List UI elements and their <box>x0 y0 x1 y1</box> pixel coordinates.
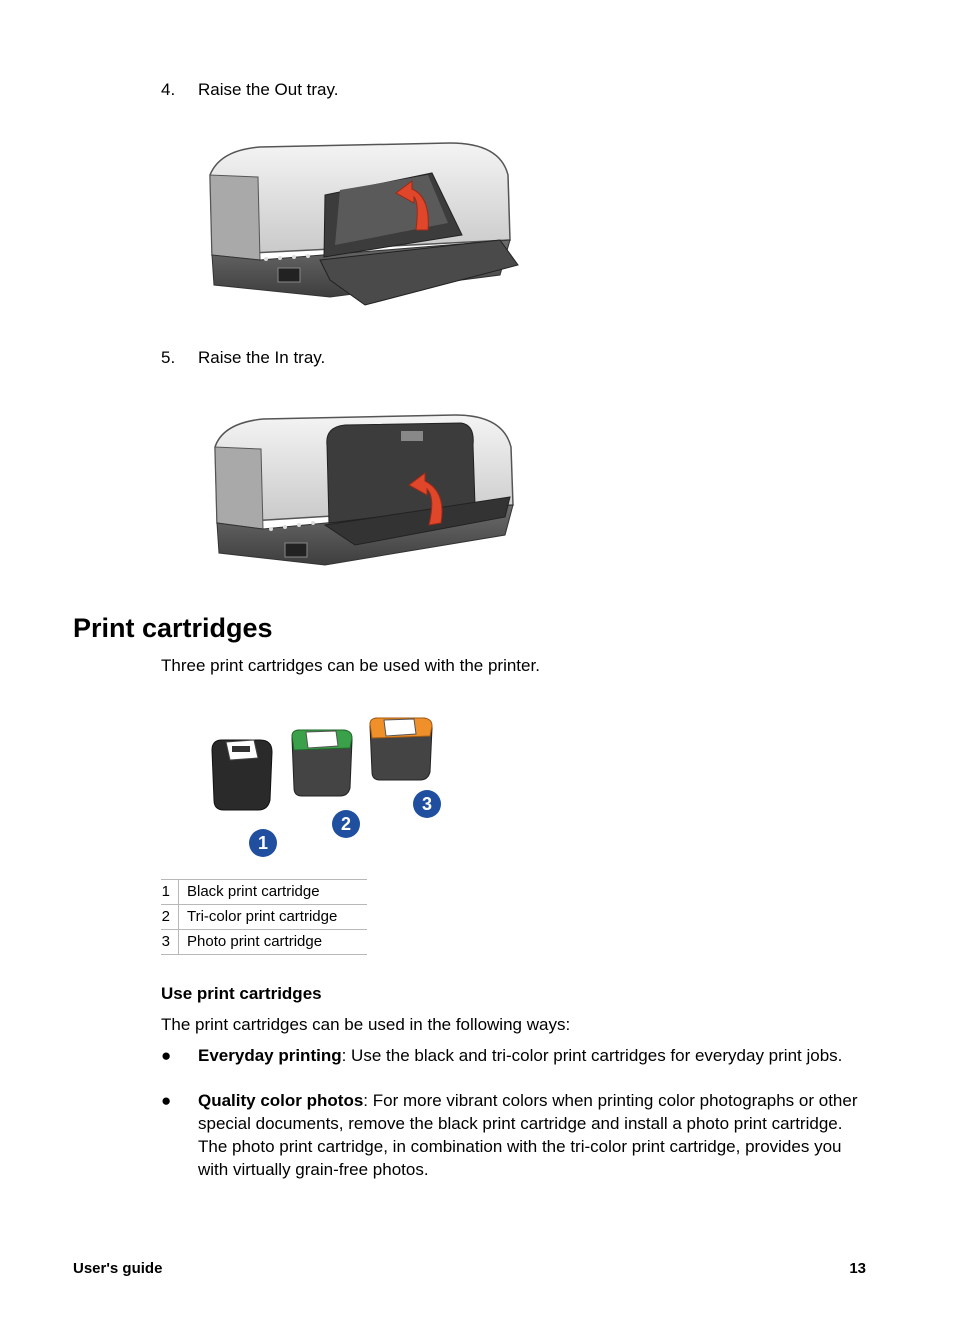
callout-badge-3: 3 <box>413 790 441 818</box>
step-number: 4. <box>161 80 176 99</box>
legend-number: 2 <box>161 904 179 930</box>
step-text: Raise the In tray. <box>198 348 326 367</box>
step-text: Raise the Out tray. <box>198 80 339 99</box>
print-cartridges-illustration <box>211 717 433 811</box>
up-arrow-icon <box>395 180 429 231</box>
legend-number: 3 <box>161 929 179 955</box>
step-4: 4. Raise the Out tray. <box>161 80 561 102</box>
list-item-description: : For more vibrant colors when printing … <box>198 1091 858 1179</box>
section-title: Print cartridges <box>73 613 273 643</box>
photo-cartridge-icon <box>369 717 433 781</box>
list-item: ● Quality color photos: For more vibrant… <box>161 1089 861 1181</box>
footer-title: User's guide <box>73 1260 163 1277</box>
step-5: 5. Raise the In tray. <box>161 348 561 370</box>
table-row: 1 Black print cartridge <box>161 879 367 905</box>
list-item-term: Everyday printing <box>198 1046 342 1065</box>
up-arrow-icon <box>408 472 443 526</box>
bullet-icon: ● <box>161 1046 172 1065</box>
callout-badge-2: 2 <box>332 810 360 838</box>
bullet-icon: ● <box>161 1091 172 1110</box>
table-row: 3 Photo print cartridge <box>161 929 367 955</box>
list-item: ● Everyday printing: Use the black and t… <box>161 1044 861 1090</box>
printer-in-tray-illustration <box>214 414 514 566</box>
step-number: 5. <box>161 348 176 367</box>
tricolor-cartridge-icon <box>291 729 353 797</box>
black-cartridge-icon <box>211 739 273 811</box>
cartridge-legend-table: 1 Black print cartridge 2 Tri-color prin… <box>161 879 367 955</box>
list-item-description: : Use the black and tri-color print cart… <box>341 1046 843 1065</box>
table-row: 2 Tri-color print cartridge <box>161 904 367 930</box>
legend-number: 1 <box>161 879 179 905</box>
page-number: 13 <box>849 1260 866 1277</box>
printer-out-tray-illustration <box>209 142 519 306</box>
subsection-intro: The print cartridges can be used in the … <box>161 1015 571 1034</box>
section-intro: Three print cartridges can be used with … <box>161 656 540 675</box>
list-item-text: Everyday printing: Use the black and tri… <box>198 1044 858 1067</box>
legend-label: Tri-color print cartridge <box>178 904 367 930</box>
list-item-term: Quality color photos <box>198 1091 364 1110</box>
legend-label: Photo print cartridge <box>178 929 367 955</box>
callout-badge-1: 1 <box>249 829 277 857</box>
legend-label: Black print cartridge <box>178 879 367 905</box>
subsection-heading: Use print cartridges <box>161 984 322 1003</box>
list-item-text: Quality color photos: For more vibrant c… <box>198 1089 858 1181</box>
